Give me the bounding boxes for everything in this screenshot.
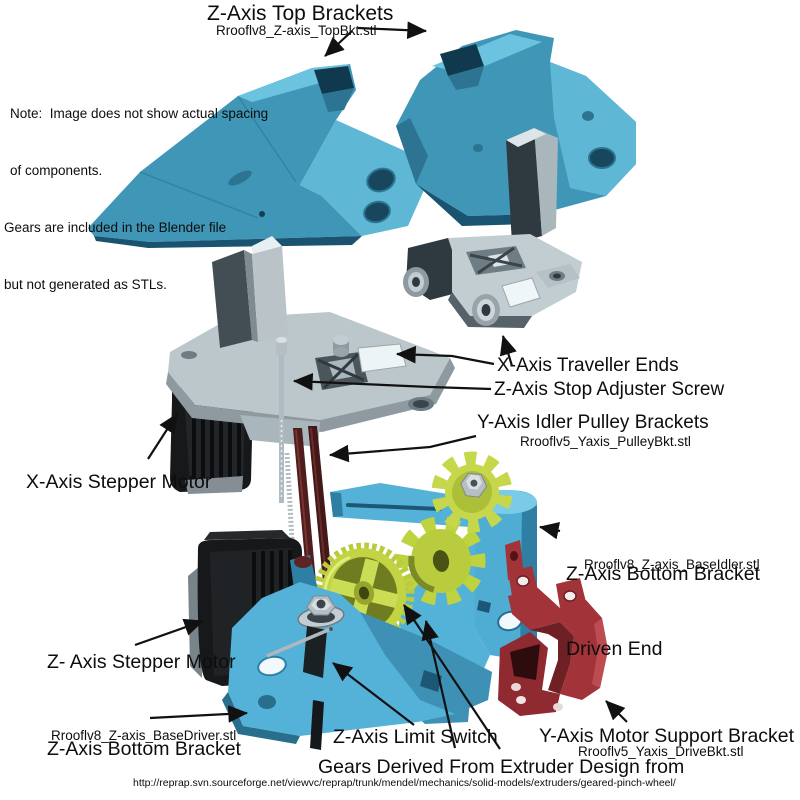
z-axis-top-bracket-right <box>396 30 636 226</box>
label-idler-pulley-title: Y-Axis Idler Pulley Brackets <box>477 412 709 433</box>
z-axis-stop-adjuster-screw <box>276 337 287 503</box>
label-idler-pulley-file: Rrooflv5_Yaxis_PulleyBkt.stl <box>520 434 691 449</box>
gear-axle-bolt <box>297 595 345 629</box>
note-line-1: Note: Image does not show actual spacing <box>10 106 269 121</box>
label-gears-credit: Gears Derived From Extruder Design from <box>318 756 685 778</box>
x-axis-traveller-end-right <box>403 234 582 328</box>
y-axis-idler-pulley-rods <box>284 426 332 584</box>
label-z-stepper: Z- Axis Stepper Motor <box>47 651 236 673</box>
label-driven-end-file: Rrooflv8_Z-axis_BaseIdler.stl <box>584 557 760 572</box>
label-x-stepper: X-Axis Stepper Motor <box>26 471 212 493</box>
plate-details <box>181 335 434 411</box>
label-top-brackets-title: Z-Axis Top Brackets <box>207 2 394 25</box>
callout-arrows <box>134 21 628 750</box>
label-limit-switch: Z-Axis Limit Switch <box>333 726 498 748</box>
note-line-3: Gears are included in the Blender file <box>4 220 227 235</box>
label-gears-url: http://reprap.svn.sourceforge.net/viewvc… <box>133 777 676 789</box>
note-line-4: but not generated as STLs. <box>4 277 167 292</box>
z-axis-rod-posts <box>212 236 288 348</box>
z-axis-limit-switch <box>266 626 334 678</box>
label-y-motor-support-title: Y-Axis Motor Support Bracket <box>539 725 795 747</box>
label-traveller-ends: X-Axis Traveller Ends <box>497 355 679 376</box>
label-y-motor-support-file: Rrooflv5_Yaxis_DriveBkt.stl <box>578 744 744 759</box>
label-drive-end: Z-Axis Bottom Bracket Drive End <box>47 684 241 800</box>
z-axis-top-bracket-left <box>88 64 424 248</box>
label-driven-end: Z-Axis Bottom Bracket Driven End <box>566 512 760 687</box>
drive-gear-upper <box>431 451 513 533</box>
label-top-brackets-file: Rrooflv8_Z-axis_TopBkt.stl <box>216 23 377 38</box>
note-line-2: of components. <box>10 163 103 178</box>
label-stop-adjuster: Z-Axis Stop Adjuster Screw <box>494 379 725 400</box>
label-driven-end-line2: Driven End <box>566 638 663 660</box>
note-block: Note: Image does not show actual spacing… <box>4 66 268 313</box>
label-driven-end-line1: Z-Axis Bottom Bracket <box>566 563 760 585</box>
x-axis-guide-post <box>506 128 558 244</box>
label-drive-end-line1: Z-Axis Bottom Bracket <box>47 738 241 760</box>
y-axis-motor-support-bracket <box>498 540 608 716</box>
label-drive-end-file: Rrooflv8_Z-axis_BaseDriver.stl <box>51 728 237 743</box>
